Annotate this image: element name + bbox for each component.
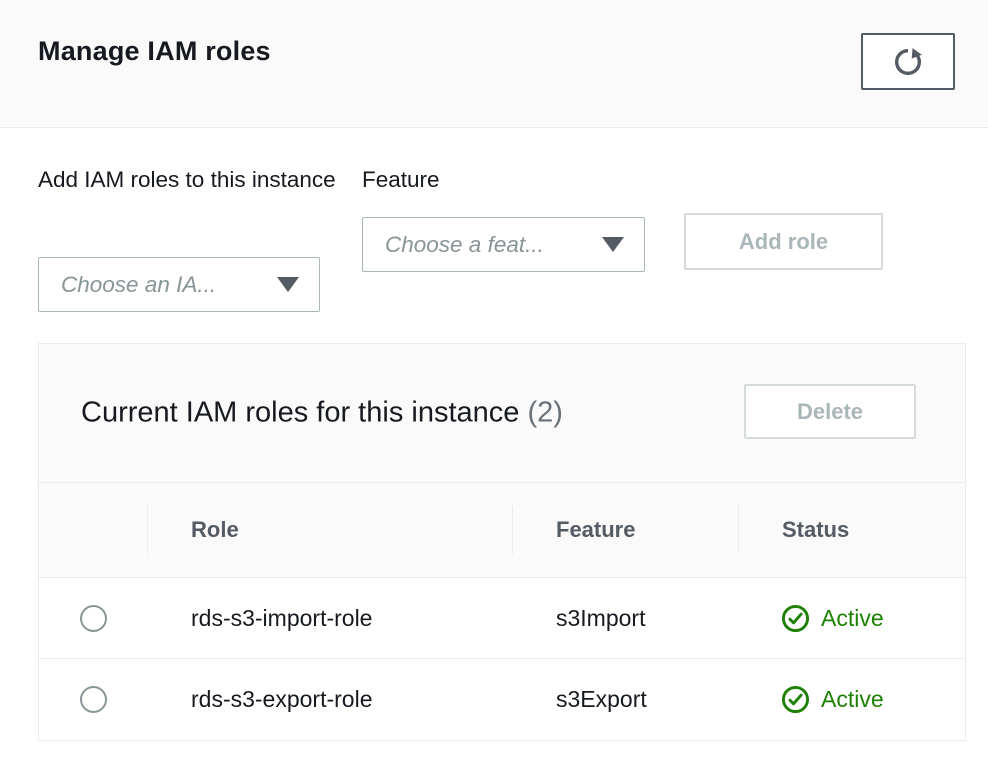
- feature-label: Feature: [362, 167, 440, 192]
- roles-count-badge: (2): [527, 396, 563, 429]
- row-select-cell: [39, 686, 147, 713]
- row-select-cell: [39, 604, 147, 632]
- current-iam-roles-card: Current IAM roles for this instance (2) …: [38, 343, 966, 741]
- modal-header: Manage IAM roles: [0, 0, 988, 128]
- delete-button[interactable]: Delete: [744, 384, 916, 439]
- selection-column-header: [39, 483, 147, 577]
- card-header: Current IAM roles for this instance (2) …: [39, 344, 965, 483]
- status-cell: Active: [738, 685, 965, 714]
- check-circle-icon: [781, 685, 810, 714]
- check-circle-icon: [781, 604, 810, 633]
- iam-role-select[interactable]: Choose an IA...: [38, 257, 320, 312]
- column-header-status: Status: [738, 483, 965, 577]
- caret-down-icon: [602, 237, 624, 252]
- refresh-icon: [891, 45, 925, 79]
- table-header-row: Role Feature Status: [39, 483, 965, 577]
- feature-cell: s3Import: [556, 604, 646, 631]
- feature-cell: s3Export: [556, 686, 647, 712]
- table-row[interactable]: rds-s3-export-role s3Export Active: [39, 658, 965, 740]
- column-header-role: Role: [147, 483, 512, 577]
- status-badge: Active: [821, 686, 884, 712]
- add-role-button[interactable]: Add role: [684, 213, 883, 270]
- card-title: Current IAM roles for this instance (2): [81, 397, 563, 430]
- status-badge: Active: [821, 604, 884, 631]
- refresh-button[interactable]: [861, 33, 955, 90]
- feature-select-value: Choose a feat...: [385, 231, 544, 257]
- feature-select[interactable]: Choose a feat...: [362, 217, 645, 272]
- role-cell: rds-s3-export-role: [191, 686, 373, 712]
- radio-button[interactable]: [79, 604, 107, 632]
- iam-role-select-value: Choose an IA...: [61, 271, 217, 297]
- role-cell: rds-s3-import-role: [191, 604, 373, 631]
- add-iam-roles-label: Add IAM roles to this instance: [38, 167, 336, 192]
- radio-button[interactable]: [79, 686, 107, 713]
- caret-down-icon: [277, 277, 299, 292]
- table-row[interactable]: rds-s3-import-role s3Import Active: [39, 577, 965, 658]
- card-title-text: Current IAM roles for this instance: [81, 396, 520, 429]
- status-cell: Active: [738, 604, 965, 633]
- column-header-feature: Feature: [512, 483, 738, 577]
- page-title: Manage IAM roles: [38, 36, 271, 66]
